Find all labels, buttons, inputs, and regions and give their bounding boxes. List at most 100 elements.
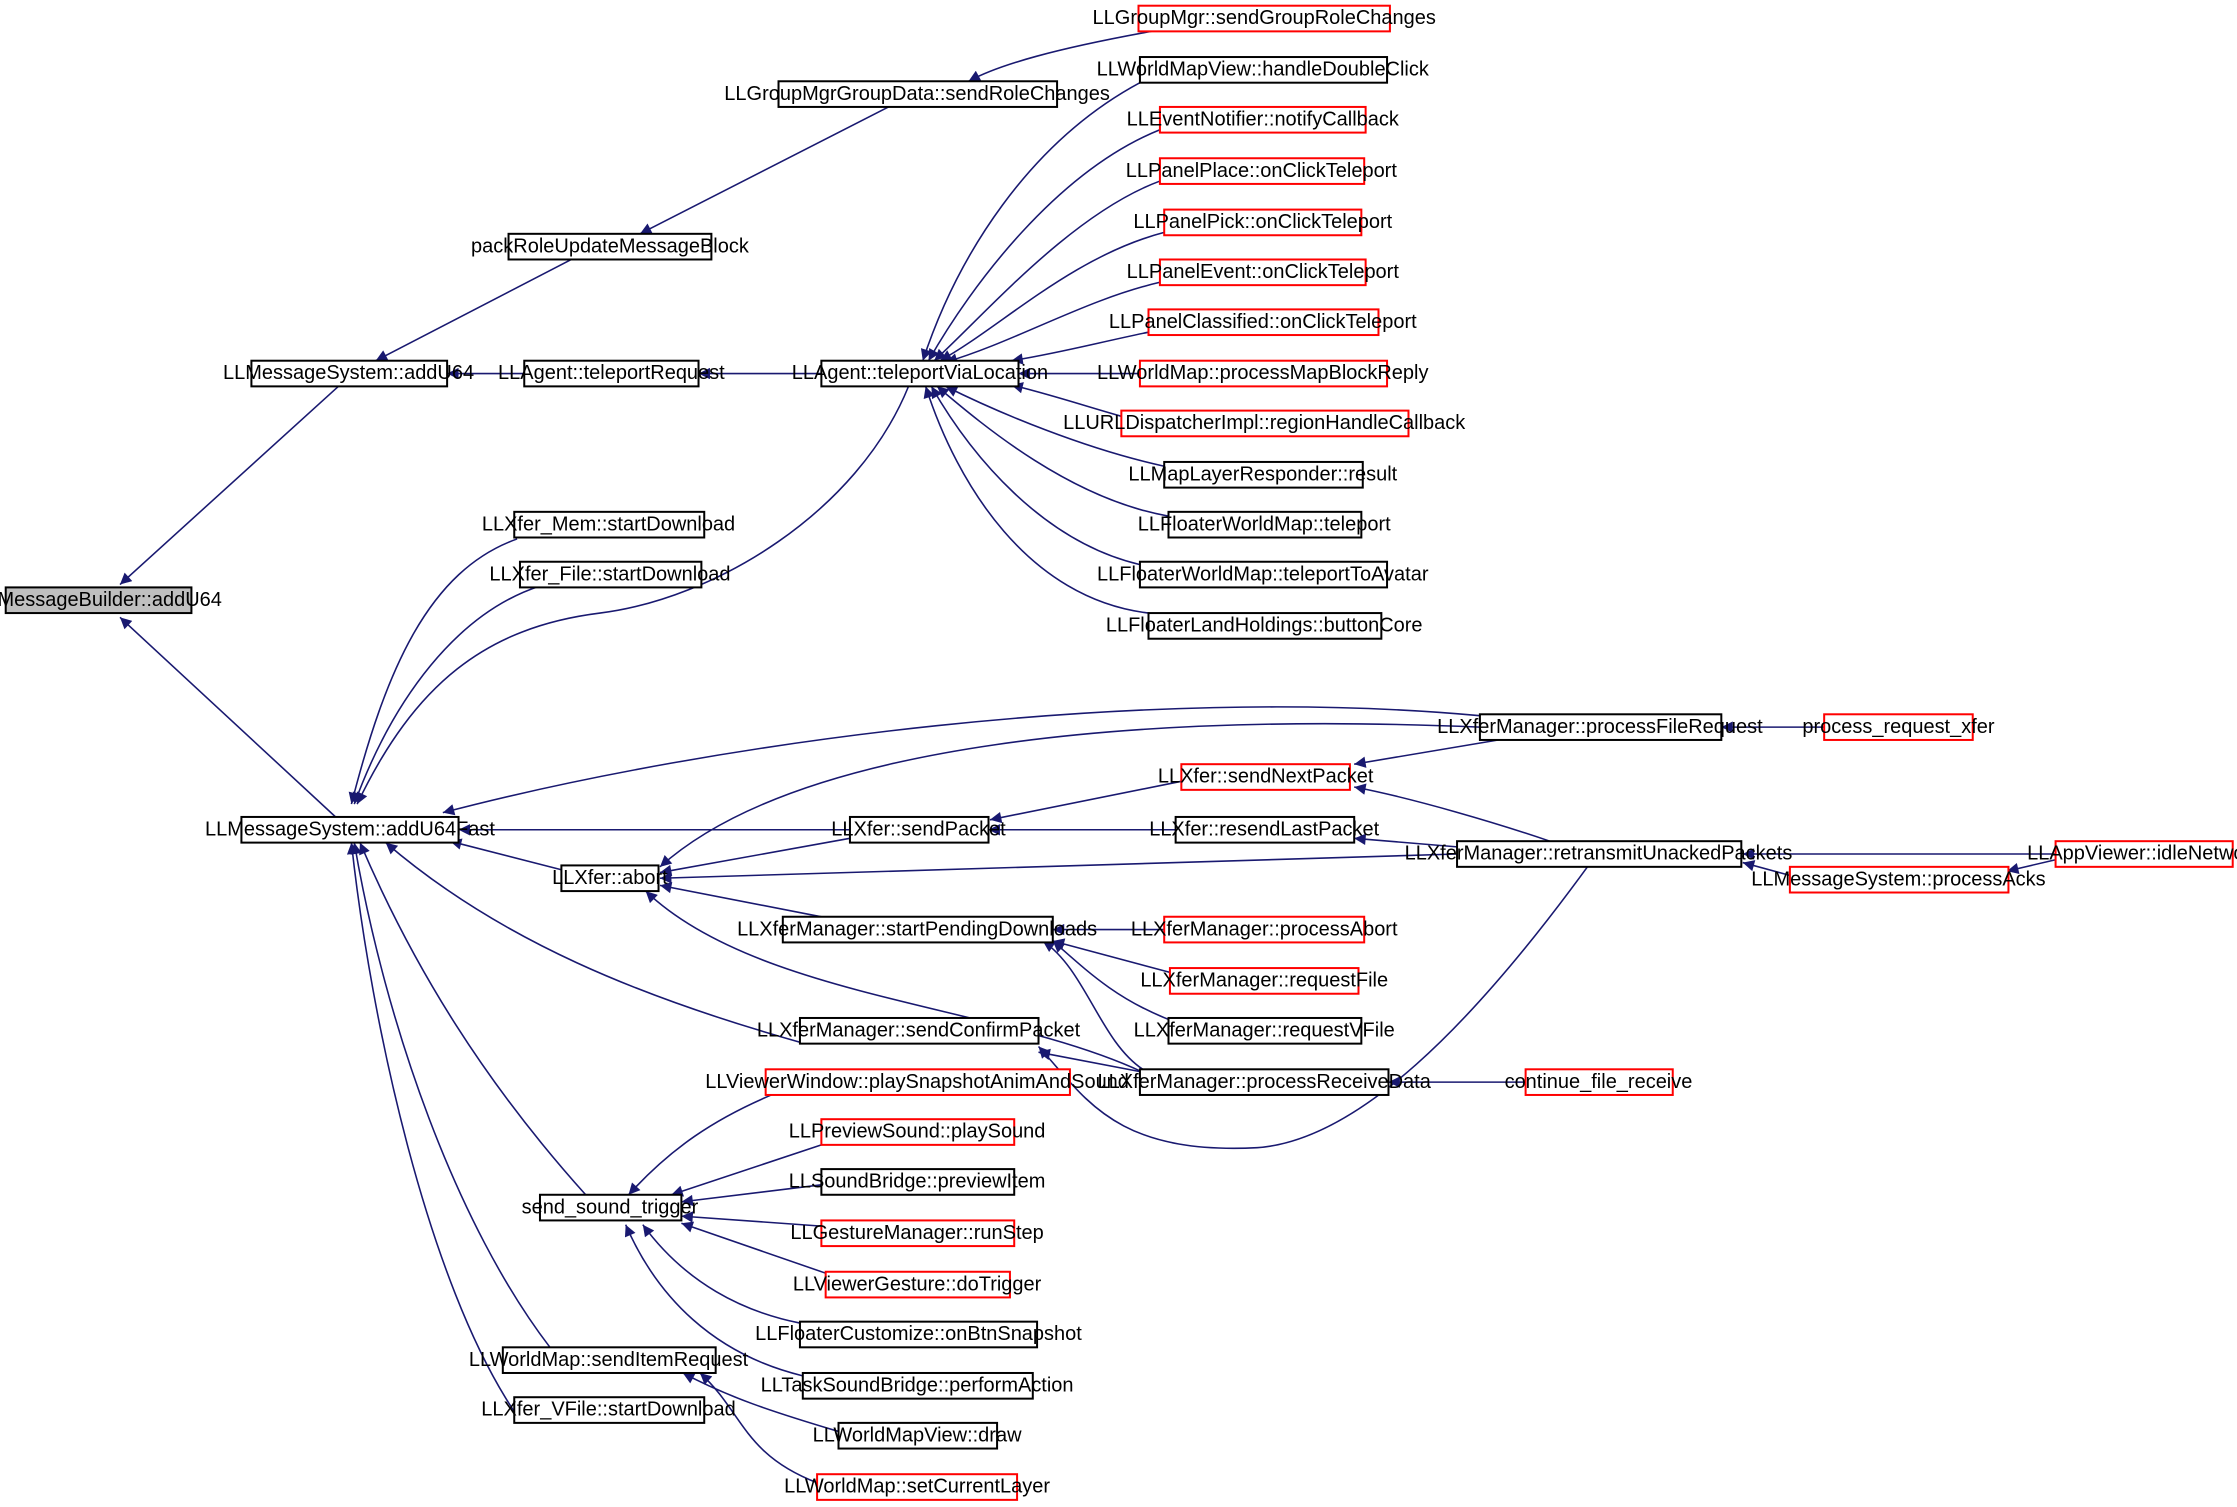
node-previewPlay[interactable]: LLPreviewSound::playSound <box>789 1118 1046 1146</box>
svg-text:LLWorldMap::sendItemRequest: LLWorldMap::sendItemRequest <box>469 1349 749 1371</box>
svg-text:LLXferManager::requestVFile: LLXferManager::requestVFile <box>1134 1020 1395 1042</box>
svg-text:LLViewerWindow::playSnapshotAn: LLViewerWindow::playSnapshotAnimAndSound <box>705 1071 1129 1093</box>
svg-text:LLTaskSoundBridge::performActi: LLTaskSoundBridge::performAction <box>761 1375 1074 1397</box>
node-xferMem[interactable]: LLXfer_Mem::startDownload <box>482 510 735 539</box>
edge-requestVFile-to-startPending <box>1052 940 1169 1021</box>
svg-text:LLXfer::abort: LLXfer::abort <box>552 867 668 889</box>
edge-landHoldings-to-teleportVia <box>923 386 1149 614</box>
node-eventNotifier[interactable]: LLEventNotifier::notifyCallback <box>1127 105 1400 134</box>
edge-groupData-to-packRole <box>639 106 889 235</box>
svg-text:LLXferManager::sendConfirmPack: LLXferManager::sendConfirmPacket <box>757 1020 1081 1042</box>
node-viewerGesture[interactable]: LLViewerGesture::doTrigger <box>793 1270 1042 1299</box>
node-processAcks[interactable]: LLMessageSystem::processAcks <box>1751 865 2046 894</box>
svg-text:LLPreviewSound::playSound: LLPreviewSound::playSound <box>789 1121 1046 1143</box>
edge-xferMem-to-addU64Fast <box>348 538 518 805</box>
node-panelPlace[interactable]: LLPanelPlace::onClickTeleport <box>1126 157 1398 185</box>
edge-sendItemRequest-to-addU64Fast <box>350 842 551 1348</box>
edge-abort-to-addU64Fast <box>449 838 562 871</box>
svg-text:LLWorldMap::setCurrentLayer: LLWorldMap::setCurrentLayer <box>784 1476 1050 1498</box>
edge-taskSound-to-sendSound <box>624 1224 803 1377</box>
node-gestureRun[interactable]: LLGestureManager::runStep <box>790 1219 1044 1248</box>
svg-text:LLWorldMap::processMapBlockRep: LLWorldMap::processMapBlockReply <box>1097 362 1428 384</box>
svg-text:LLMessageBuilder::addU64: LLMessageBuilder::addU64 <box>0 589 222 611</box>
edge-retransmit-to-sendConfirm <box>1037 864 1590 1150</box>
node-groupData[interactable]: LLGroupMgrGroupData::sendRoleChanges <box>724 80 1110 108</box>
node-xferVFile[interactable]: LLXfer_VFile::startDownload <box>481 1396 736 1424</box>
svg-text:LLFloaterWorldMap::teleportToA: LLFloaterWorldMap::teleportToAvatar <box>1097 563 1429 585</box>
edge-retransmit-to-resendLastPacket <box>1354 833 1458 848</box>
edge-gestureRun-to-sendSound <box>681 1211 822 1227</box>
edge-setCurrentLayer-to-sendItemRequest <box>699 1372 818 1484</box>
node-playSnapshot[interactable]: LLViewerWindow::playSnapshotAnimAndSound <box>705 1068 1129 1096</box>
edge-viewerGesture-to-sendSound <box>681 1221 826 1274</box>
node-setCurrentLayer[interactable]: LLWorldMap::setCurrentLayer <box>784 1473 1050 1501</box>
node-processRequestXfer[interactable]: process_request_xfer <box>1802 713 1995 741</box>
edge-panelClassified-to-teleportVia <box>1011 331 1149 365</box>
node-floaterTeleport[interactable]: LLFloaterWorldMap::teleport <box>1138 510 1391 539</box>
edge-processReceive-to-startPending <box>1042 940 1144 1070</box>
svg-text:LLMapLayerResponder::result: LLMapLayerResponder::result <box>1128 463 1397 485</box>
node-requestFile[interactable]: LLXferManager::requestFile <box>1140 967 1388 995</box>
node-sendItemRequest[interactable]: LLWorldMap::sendItemRequest <box>469 1346 749 1374</box>
node-continueFile[interactable]: continue_file_receive <box>1505 1068 1693 1096</box>
node-floaterTeleportAvatar[interactable]: LLFloaterWorldMap::teleportToAvatar <box>1097 560 1429 589</box>
call-edges <box>119 30 2056 1484</box>
node-sendPacket[interactable]: LLXfer::sendPacket <box>831 815 1006 844</box>
node-retransmit[interactable]: LLXferManager::retransmitUnackedPackets <box>1405 840 1793 868</box>
edge-retransmit-to-abort <box>659 853 1458 884</box>
svg-text:LLGroupMgrGroupData::sendRoleC: LLGroupMgrGroupData::sendRoleChanges <box>724 83 1110 105</box>
svg-text:LLXfer_VFile::startDownload: LLXfer_VFile::startDownload <box>481 1399 735 1421</box>
edge-processFileRequest-to-sendNextPacket <box>1354 737 1508 768</box>
node-processReceive[interactable]: LLXferManager::processReceiveData <box>1098 1068 1432 1096</box>
node-addU64[interactable]: LLMessageSystem::addU64 <box>223 359 474 388</box>
edge-mapLayer-to-teleportVia <box>945 385 1165 467</box>
node-root[interactable]: LLMessageBuilder::addU64 <box>0 586 222 615</box>
edge-xferVFile-to-addU64Fast <box>346 842 515 1412</box>
svg-text:LLAppViewer::idleNetwork: LLAppViewer::idleNetwork <box>2027 843 2237 865</box>
edge-addU64-to-root <box>119 384 341 586</box>
node-processFileRequest[interactable]: LLXferManager::processFileRequest <box>1437 713 1763 741</box>
edge-groupMgr-to-groupData <box>968 30 1152 82</box>
node-packRole[interactable]: packRoleUpdateMessageBlock <box>471 232 750 261</box>
node-requestVFile[interactable]: LLXferManager::requestVFile <box>1134 1016 1395 1045</box>
node-worldMapDraw[interactable]: LLWorldMapView::draw <box>813 1421 1022 1450</box>
node-sendSound[interactable]: send_sound_trigger <box>522 1193 699 1222</box>
node-xferAbort[interactable]: LLXfer::abort <box>552 864 668 893</box>
svg-text:LLXferManager::processAbort: LLXferManager::processAbort <box>1131 918 1398 940</box>
node-mapLayer[interactable]: LLMapLayerResponder::result <box>1128 460 1398 489</box>
node-startPending[interactable]: LLXferManager::startPendingDownloads <box>737 915 1097 944</box>
edge-startPending-to-abort <box>659 881 829 919</box>
node-landHoldings[interactable]: LLFloaterLandHoldings::buttonCore <box>1106 612 1423 640</box>
node-resendLastPacket[interactable]: LLXfer::resendLastPacket <box>1149 815 1380 844</box>
svg-text:LLXferManager::requestFile: LLXferManager::requestFile <box>1140 970 1388 992</box>
svg-text:LLAgent::teleportRequest: LLAgent::teleportRequest <box>498 362 725 384</box>
node-soundBridge[interactable]: LLSoundBridge::previewItem <box>789 1168 1046 1196</box>
edge-playSnapshot-to-sendSound <box>627 1094 772 1196</box>
node-teleportRequest[interactable]: LLAgent::teleportRequest <box>498 359 725 388</box>
edge-panelPlace-to-teleportVia <box>933 180 1161 362</box>
node-panelClassified[interactable]: LLPanelClassified::onClickTeleport <box>1109 308 1417 337</box>
edge-panelPick-to-teleportVia <box>939 231 1165 362</box>
svg-text:LLMessageSystem::addU64Fast: LLMessageSystem::addU64Fast <box>205 818 495 840</box>
edge-soundBridge-to-sendSound <box>681 1184 822 1207</box>
node-processAbort[interactable]: LLXferManager::processAbort <box>1131 915 1398 944</box>
node-sendNextPacket[interactable]: LLXfer::sendNextPacket <box>1158 763 1374 791</box>
edge-requestFile-to-startPending <box>1052 938 1171 974</box>
svg-text:LLAgent::teleportViaLocation: LLAgent::teleportViaLocation <box>792 362 1048 384</box>
node-xferFile[interactable]: LLXfer_File::startDownload <box>489 560 731 589</box>
node-worldMapViewDbl[interactable]: LLWorldMapView::handleDoubleClick <box>1097 56 1430 84</box>
node-idleNetwork[interactable]: LLAppViewer::idleNetwork <box>2027 840 2237 868</box>
node-taskSound[interactable]: LLTaskSoundBridge::performAction <box>761 1371 1074 1400</box>
svg-text:LLSoundBridge::previewItem: LLSoundBridge::previewItem <box>789 1171 1046 1193</box>
node-floaterCustomize[interactable]: LLFloaterCustomize::onBtnSnapshot <box>755 1320 1082 1349</box>
node-teleportVia[interactable]: LLAgent::teleportViaLocation <box>792 359 1048 388</box>
node-processMapBlock[interactable]: LLWorldMap::processMapBlockReply <box>1097 359 1428 388</box>
node-panelEvent[interactable]: LLPanelEvent::onClickTeleport <box>1127 258 1400 287</box>
edge-floaterTeleportAvatar-to-teleportVia <box>930 385 1141 566</box>
node-panelPick[interactable]: LLPanelPick::onClickTeleport <box>1133 208 1393 237</box>
node-addU64Fast[interactable]: LLMessageSystem::addU64Fast <box>205 815 495 844</box>
node-sendConfirm[interactable]: LLXferManager::sendConfirmPacket <box>757 1016 1081 1045</box>
node-urlDispatcher[interactable]: LLURLDispatcherImpl::regionHandleCallbac… <box>1063 409 1466 438</box>
node-groupMgr[interactable]: LLGroupMgr::sendGroupRoleChanges <box>1093 4 1436 33</box>
edge-processReceive-to-sendConfirm <box>1038 1048 1143 1073</box>
